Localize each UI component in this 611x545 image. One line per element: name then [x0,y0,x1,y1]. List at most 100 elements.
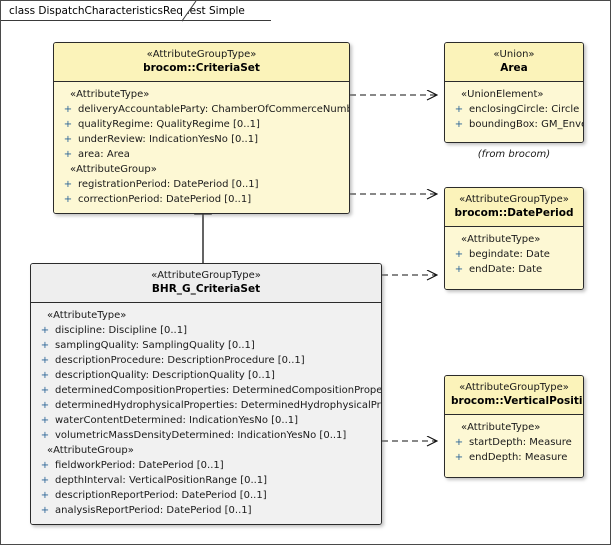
visibility-marker: + [40,400,50,411]
class-name: brocom::DatePeriod [454,207,574,219]
class-stereotype: «AttributeGroupType» [151,270,261,281]
attribute-row[interactable]: + samplingQuality: SamplingQuality [0..1… [35,338,377,353]
attribute-row[interactable]: + waterContentDetermined: IndicationYesN… [35,413,377,428]
attribute-signature: waterContentDetermined: IndicationYesNo … [55,415,299,426]
visibility-marker: + [40,370,50,381]
class-box-criteriaset[interactable]: «AttributeGroupType» brocom::CriteriaSet… [53,42,350,214]
attribute-signature: underReview: IndicationYesNo [0..1] [78,134,258,145]
class-header-dateperiod: «AttributeGroupType» brocom::DatePeriod [445,188,583,227]
attribute-signature: determinedHydrophysicalProperties: Deter… [55,400,381,411]
attribute-row[interactable]: + descriptionQuality: DescriptionQuality… [35,368,377,383]
class-stereotype: «Union» [493,49,535,60]
class-header-verticalpositionrange: «AttributeGroupType» brocom::VerticalPos… [445,376,583,415]
attribute-row[interactable]: + descriptionProcedure: DescriptionProce… [35,353,377,368]
attribute-signature: discipline: Discipline [0..1] [55,325,187,336]
attribute-signature: descriptionQuality: DescriptionQuality [… [55,370,275,381]
attribute-signature: startDepth: Measure [469,437,572,448]
attribute-group-label: «AttributeType» [461,234,541,245]
class-name: brocom::VerticalPositionRange [451,395,583,407]
class-body-bhr-criteriaset: «AttributeType» + discipline: Discipline… [31,303,381,524]
attribute-row[interactable]: + area: Area [58,147,345,162]
attribute-group-label: «UnionElement» [461,89,544,100]
diagram-frame-tab: class DispatchCharacteristicsRequest Sim… [1,1,271,21]
visibility-marker: + [63,149,73,160]
visibility-marker: + [40,430,50,441]
attribute-row[interactable]: + discipline: Discipline [0..1] [35,323,377,338]
attribute-row[interactable]: + depthInterval: VerticalPositionRange [… [35,473,377,488]
class-box-bhr-criteriaset[interactable]: «AttributeGroupType» BHR_G_CriteriaSet «… [30,263,382,525]
attribute-signature: endDate: Date [469,264,543,275]
attribute-signature: analysisReportPeriod: DatePeriod [0..1] [55,505,252,516]
class-box-area[interactable]: «Union» Area «UnionElement» + enclosingC… [444,42,584,143]
class-name: brocom::CriteriaSet [143,62,260,74]
attribute-signature: begindate: Date [469,249,550,260]
attribute-row[interactable]: + underReview: IndicationYesNo [0..1] [58,132,345,147]
attribute-row[interactable]: + fieldworkPeriod: DatePeriod [0..1] [35,458,377,473]
visibility-marker: + [40,340,50,351]
class-stereotype: «AttributeGroupType» [146,49,257,60]
attribute-signature: descriptionProcedure: DescriptionProcedu… [55,355,305,366]
class-body-criteriaset: «AttributeType» + deliveryAccountablePar… [54,82,349,213]
attribute-group-label: «AttributeType» [47,310,127,321]
attribute-row[interactable]: + boundingBox: GM_Envelope [449,117,583,132]
visibility-marker: + [454,452,464,463]
class-box-verticalpositionrange[interactable]: «AttributeGroupType» brocom::VerticalPos… [444,375,584,478]
visibility-marker: + [63,179,73,190]
attribute-row[interactable]: + enclosingCircle: Circle [449,102,579,117]
visibility-marker: + [40,415,50,426]
attribute-row[interactable]: + deliveryAccountableParty: ChamberOfCom… [58,102,349,117]
attribute-group-label: «AttributeType» [70,89,150,100]
attribute-signature: descriptionReportPeriod: DatePeriod [0..… [55,490,267,501]
class-body-area: «UnionElement» + enclosingCircle: Circle… [445,82,583,142]
attribute-signature: samplingQuality: SamplingQuality [0..1] [55,340,255,351]
attribute-row[interactable]: + registrationPeriod: DatePeriod [0..1] [58,177,345,192]
attribute-signature: enclosingCircle: Circle [469,104,580,115]
attribute-row[interactable]: + endDepth: Measure [449,450,579,465]
attribute-row[interactable]: + startDepth: Measure [449,435,579,450]
attribute-row[interactable]: + begindate: Date [449,247,579,262]
attribute-signature: determinedCompositionProperties: Determi… [55,385,382,396]
attribute-row[interactable]: + qualityRegime: QualityRegime [0..1] [58,117,345,132]
visibility-marker: + [40,505,50,516]
visibility-marker: + [40,475,50,486]
visibility-marker: + [40,325,50,336]
visibility-marker: + [63,194,73,205]
class-header-criteriaset: «AttributeGroupType» brocom::CriteriaSet [54,43,349,82]
class-stereotype: «AttributeGroupType» [459,382,569,393]
visibility-marker: + [63,119,73,130]
class-name: BHR_G_CriteriaSet [151,283,261,295]
attribute-signature: area: Area [78,149,130,160]
attribute-signature: endDepth: Measure [469,452,568,463]
attribute-row[interactable]: + analysisReportPeriod: DatePeriod [0..1… [35,503,377,518]
attribute-row[interactable]: + volumetricMassDensityDetermined: Indic… [35,428,377,443]
attribute-row[interactable]: + descriptionReportPeriod: DatePeriod [0… [35,488,377,503]
attribute-signature: fieldworkPeriod: DatePeriod [0..1] [55,460,224,471]
visibility-marker: + [40,490,50,501]
attribute-signature: boundingBox: GM_Envelope [469,119,583,130]
class-name: Area [500,62,528,74]
attribute-signature: depthInterval: VerticalPositionRange [0.… [55,475,268,486]
attribute-row[interactable]: + correctionPeriod: DatePeriod [0..1] [58,192,345,207]
attribute-row[interactable]: + determinedCompositionProperties: Deter… [35,383,381,398]
attribute-signature: deliveryAccountableParty: ChamberOfComme… [78,104,350,115]
visibility-marker: + [454,437,464,448]
attribute-signature: volumetricMassDensityDetermined: Indicat… [55,430,347,441]
visibility-marker: + [40,355,50,366]
class-body-verticalpositionrange: «AttributeType» + startDepth: Measure + … [445,415,583,477]
class-header-area: «Union» Area [445,43,583,82]
attribute-row[interactable]: + endDate: Date [449,262,579,277]
class-body-dateperiod: «AttributeType» + begindate: Date + endD… [445,227,583,289]
class-header-bhr-criteriaset: «AttributeGroupType» BHR_G_CriteriaSet [31,264,381,303]
diagram-frame-label: class DispatchCharacteristicsRequest Sim… [9,4,245,17]
attribute-signature: correctionPeriod: DatePeriod [0..1] [78,194,252,205]
attribute-signature: qualityRegime: QualityRegime [0..1] [78,119,260,130]
visibility-marker: + [63,134,73,145]
attribute-row[interactable]: + determinedHydrophysicalProperties: Det… [35,398,381,413]
class-box-dateperiod[interactable]: «AttributeGroupType» brocom::DatePeriod … [444,187,584,290]
visibility-marker: + [454,119,464,130]
attribute-group-label: «AttributeGroup» [70,164,157,175]
visibility-marker: + [454,104,464,115]
attribute-signature: registrationPeriod: DatePeriod [0..1] [78,179,259,190]
attribute-group-label: «AttributeGroup» [47,445,134,456]
